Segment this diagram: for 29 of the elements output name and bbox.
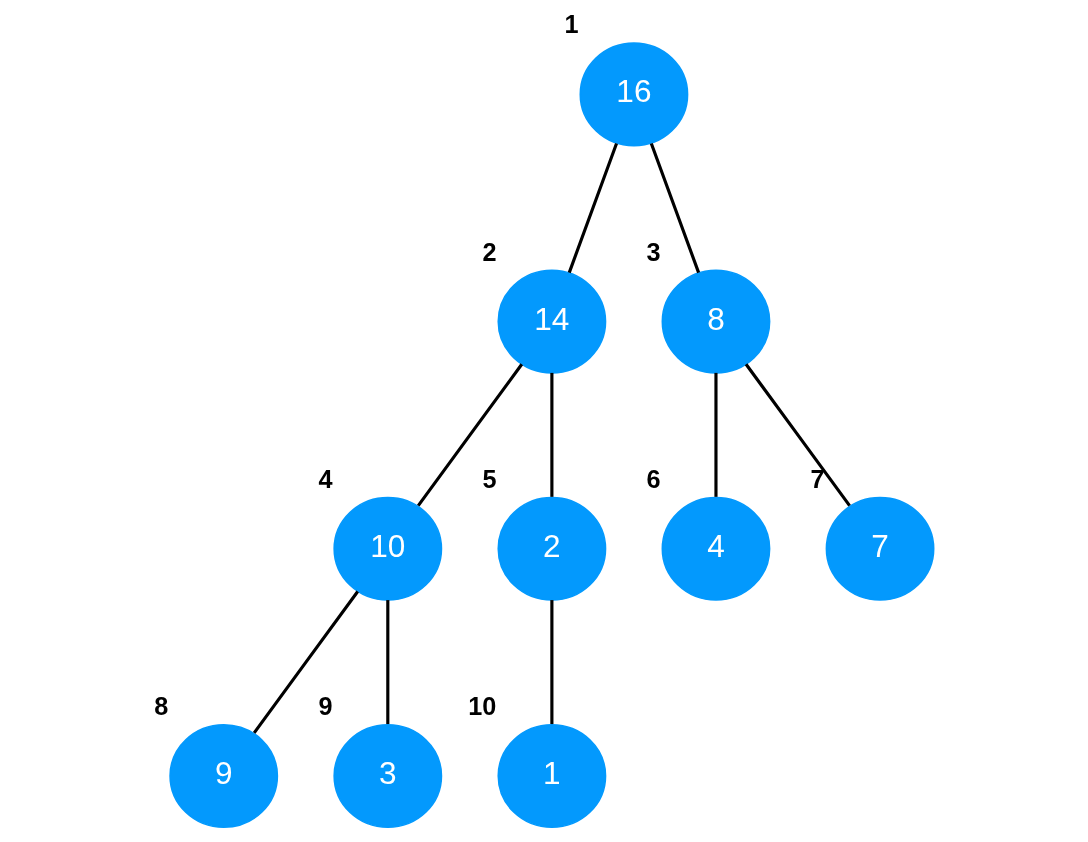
node-circle: 4 [661, 496, 771, 601]
node-circle: 2 [497, 496, 607, 601]
node-circle: 8 [661, 269, 771, 374]
node-circle: 3 [333, 723, 443, 829]
connector [714, 372, 718, 497]
node-label: 1 [564, 10, 579, 39]
connector [744, 363, 851, 507]
connector [550, 372, 554, 497]
node-label: 2 [482, 237, 497, 266]
node-label: 3 [646, 237, 661, 266]
connector [567, 142, 618, 274]
connector [550, 600, 554, 725]
node-label: 6 [646, 464, 661, 493]
connector [649, 142, 701, 274]
node-circle: 10 [333, 496, 443, 601]
connector [417, 363, 524, 507]
node-circle: 9 [169, 723, 279, 829]
node-circle: 14 [497, 269, 607, 374]
node-label: 8 [154, 691, 169, 720]
node-label: 9 [318, 691, 333, 720]
node-circle: 16 [579, 42, 689, 147]
connector [386, 600, 390, 725]
node-label: 10 [468, 691, 497, 720]
node-label: 5 [482, 464, 497, 493]
node-circle: 1 [497, 723, 607, 829]
node-label: 7 [810, 464, 825, 493]
node-label: 4 [318, 464, 333, 493]
node-circle: 7 [825, 496, 935, 601]
connector [252, 590, 359, 734]
